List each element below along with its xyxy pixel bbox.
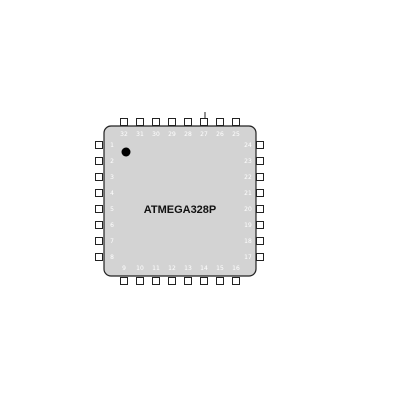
pin-bottom-12 <box>168 277 176 285</box>
pin-right-24 <box>256 141 264 149</box>
pin-number-17: 17 <box>244 254 252 261</box>
pin-number-15: 15 <box>216 265 224 272</box>
pin-top-29 <box>168 118 176 126</box>
pin-right-23 <box>256 157 264 165</box>
pin-number-19: 19 <box>244 222 252 229</box>
pin-number-24: 24 <box>244 142 252 149</box>
pin-top-25 <box>232 118 240 126</box>
chip-body <box>103 125 257 277</box>
pin-top-27 <box>200 118 208 126</box>
pin-number-25: 25 <box>232 131 240 138</box>
pin-left-5 <box>95 205 103 213</box>
pin-number-5: 5 <box>110 206 114 213</box>
pin-number-2: 2 <box>110 158 114 165</box>
pin-number-10: 10 <box>136 265 144 272</box>
pin-left-3 <box>95 173 103 181</box>
pin-top-30 <box>152 118 160 126</box>
pin-right-21 <box>256 189 264 197</box>
pin-left-8 <box>95 253 103 261</box>
pin-bottom-14 <box>200 277 208 285</box>
pin-right-20 <box>256 205 264 213</box>
pin-number-23: 23 <box>244 158 252 165</box>
pin-top-26 <box>216 118 224 126</box>
pin-number-21: 21 <box>244 190 252 197</box>
pin-number-6: 6 <box>110 222 114 229</box>
pin-number-14: 14 <box>200 265 208 272</box>
pin-number-1: 1 <box>110 142 114 149</box>
pin-number-32: 32 <box>120 131 128 138</box>
pin-bottom-11 <box>152 277 160 285</box>
pin-number-9: 9 <box>122 265 126 272</box>
pin-number-30: 30 <box>152 131 160 138</box>
pin-right-17 <box>256 253 264 261</box>
pin-right-18 <box>256 237 264 245</box>
pin-left-1 <box>95 141 103 149</box>
pin-number-12: 12 <box>168 265 176 272</box>
pin-number-16: 16 <box>232 265 240 272</box>
pin-number-28: 28 <box>184 131 192 138</box>
pin-number-22: 22 <box>244 174 252 181</box>
pin-number-18: 18 <box>244 238 252 245</box>
pin-bottom-13 <box>184 277 192 285</box>
pin-number-20: 20 <box>244 206 252 213</box>
pin-left-6 <box>95 221 103 229</box>
pin-number-8: 8 <box>110 254 114 261</box>
pin-number-27: 27 <box>200 131 208 138</box>
pin-number-4: 4 <box>110 190 114 197</box>
pin-top-31 <box>136 118 144 126</box>
pin-number-31: 31 <box>136 131 144 138</box>
pin-left-7 <box>95 237 103 245</box>
pin-number-29: 29 <box>168 131 176 138</box>
pin-bottom-16 <box>232 277 240 285</box>
pin-bottom-9 <box>120 277 128 285</box>
pin-left-4 <box>95 189 103 197</box>
pin-top-28 <box>184 118 192 126</box>
chip-label: ATMEGA328P <box>144 204 217 216</box>
pin-top-32 <box>120 118 128 126</box>
pin-right-22 <box>256 173 264 181</box>
pin1-indicator-dot <box>121 147 131 157</box>
pin-number-13: 13 <box>184 265 192 272</box>
pin-right-19 <box>256 221 264 229</box>
pin-left-2 <box>95 157 103 165</box>
pin-number-26: 26 <box>216 131 224 138</box>
pin-number-3: 3 <box>110 174 114 181</box>
pin-bottom-10 <box>136 277 144 285</box>
pin-number-7: 7 <box>110 238 114 245</box>
pins-group <box>95 118 264 285</box>
pin-bottom-15 <box>216 277 224 285</box>
pin-number-11: 11 <box>152 265 160 272</box>
